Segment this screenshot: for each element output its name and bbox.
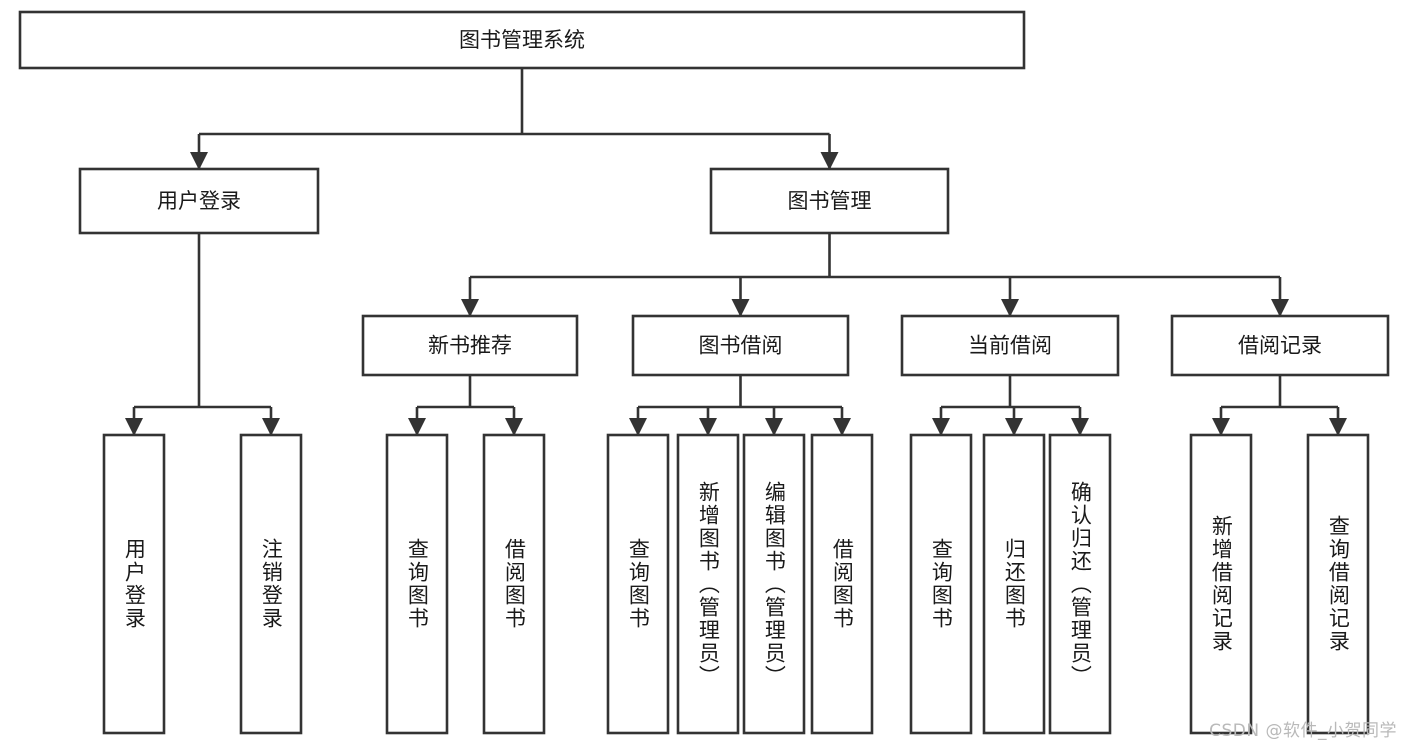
node-box-root[interactable] [18,10,1026,70]
node-box-leaf-user-logout[interactable] [239,433,303,735]
node-box-leaf-cur-return[interactable] [982,433,1046,735]
node-label-root: 图书管理系统 [459,28,585,52]
watermark-text: CSDN @软件_小贺同学 [1209,721,1397,741]
node-box-leaf-borrow-add[interactable] [676,433,740,735]
arrow-head-borrow-record [1271,299,1289,317]
node-box-leaf-borrow-query[interactable] [606,433,670,735]
arrow-head-current-borrow [1001,299,1019,317]
node-box-leaf-user-login[interactable] [102,433,166,735]
node-label-new-book-rec: 新书推荐 [428,334,512,358]
arrow-head-book-borrow [731,299,750,317]
arrow-head-leaf-borrow-lend [833,418,851,436]
arrow-head-leaf-rec-query [408,418,426,436]
node-label-book-borrow: 图书借阅 [699,334,783,358]
arrow-head-leaf-borrow-add [699,418,717,436]
node-box-leaf-rec-query[interactable] [385,433,449,735]
connector-layer [125,68,1347,436]
node-box-leaf-rec-borrow[interactable] [482,433,546,735]
arrow-head-leaf-borrow-edit [765,418,783,436]
node-box-book-manage[interactable] [709,167,950,235]
arrow-head-book-manage [820,152,839,170]
arrow-head-leaf-borrow-query [629,418,647,436]
node-box-leaf-cur-query[interactable] [909,433,973,735]
arrow-head-user-login [190,152,208,170]
node-box-new-book-rec[interactable] [361,314,579,377]
arrow-head-leaf-cur-confirm [1071,418,1089,436]
node-box-leaf-cur-confirm[interactable] [1048,433,1112,735]
node-box-leaf-borrow-lend[interactable] [810,433,874,735]
node-box-user-login[interactable] [78,167,320,235]
arrow-head-leaf-user-logout [262,418,280,436]
arrow-head-leaf-rec-borrow [505,418,523,436]
node-box-book-borrow[interactable] [631,314,850,377]
node-label-borrow-record: 借阅记录 [1238,334,1322,358]
node-box-current-borrow[interactable] [900,314,1120,377]
node-box-leaf-borrow-edit[interactable] [742,433,806,735]
arrow-head-leaf-rec-add [1212,418,1230,436]
arrow-head-leaf-cur-query [932,418,950,436]
node-label-book-manage: 图书管理 [788,189,872,213]
arrow-head-new-book-rec [461,299,479,317]
node-label-user-login: 用户登录 [157,189,241,213]
node-box-leaf-rec-query2[interactable] [1306,433,1370,735]
node-box-borrow-record[interactable] [1170,314,1390,377]
node-box-leaf-rec-add[interactable] [1189,433,1253,735]
arrow-head-leaf-rec-query2 [1329,418,1347,436]
arrow-head-leaf-cur-return [1005,418,1023,436]
arrow-head-leaf-user-login [125,418,143,436]
node-label-current-borrow: 当前借阅 [968,334,1052,358]
